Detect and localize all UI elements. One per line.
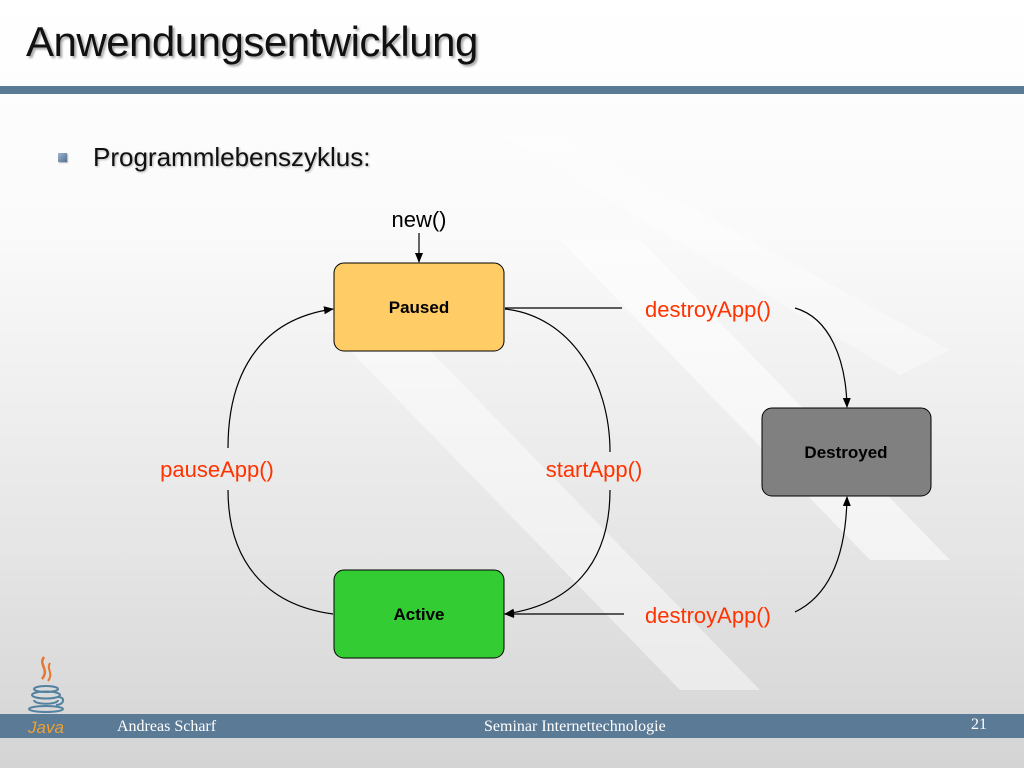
java-coffee-cup-icon: Java xyxy=(20,656,72,737)
bullet-item: Programmlebenszyklus: xyxy=(58,142,370,173)
footer-author: Andreas Scharf xyxy=(117,718,217,735)
state-destroyed-box xyxy=(761,407,932,497)
state-paused-box xyxy=(333,262,505,352)
title-divider xyxy=(0,86,1024,94)
bullet-icon xyxy=(58,153,67,162)
state-active-label: Active xyxy=(393,605,444,624)
footer-bar xyxy=(0,714,1024,738)
java-logo-text: Java xyxy=(27,718,64,737)
destroy-active-arrow xyxy=(794,496,851,613)
page-number: 21 xyxy=(971,716,987,733)
start-arrow-upper xyxy=(504,308,611,453)
transition-destroy-active-label: destroyApp() xyxy=(645,603,771,628)
state-paused-label: Paused xyxy=(389,298,449,317)
transition-pause-label: pauseApp() xyxy=(160,457,274,482)
state-active-box xyxy=(333,569,505,659)
bullet-text: Programmlebenszyklus: xyxy=(93,142,371,172)
state-destroyed-label: Destroyed xyxy=(804,443,887,462)
pause-arrow-lower xyxy=(227,489,334,615)
transition-destroy-paused-label: destroyApp() xyxy=(645,297,771,322)
destroy-paused-arrow xyxy=(794,307,851,408)
pause-arrow-upper xyxy=(227,306,334,449)
start-arrow-lower xyxy=(504,489,611,617)
transition-start-label: startApp() xyxy=(546,457,643,482)
footer-seminar: Seminar Internettechnologie xyxy=(484,718,666,735)
slide-title: Anwendungsentwicklung xyxy=(26,18,478,65)
transition-new-label: new() xyxy=(391,207,446,232)
